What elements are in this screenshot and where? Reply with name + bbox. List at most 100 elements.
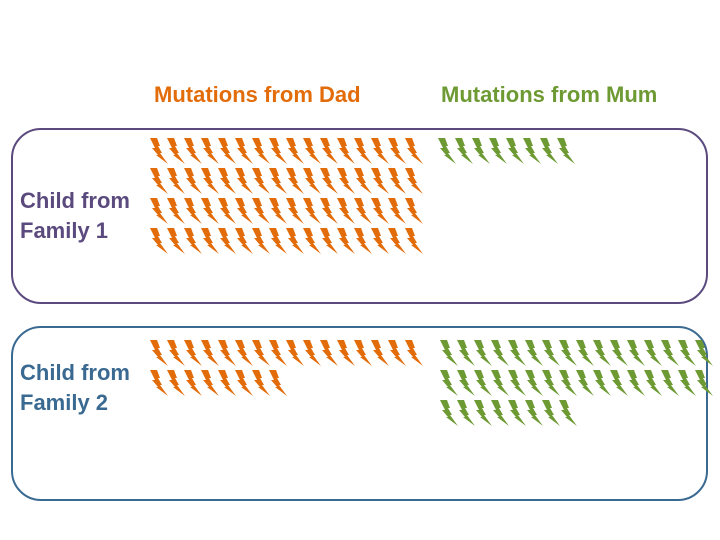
lightning-bolt-icon	[542, 337, 560, 367]
lightning-bolt-icon	[167, 225, 185, 255]
lightning-bolt-icon	[542, 367, 560, 397]
lightning-bolt-icon	[252, 135, 270, 165]
lightning-bolt-icon	[286, 165, 304, 195]
lightning-bolt-icon	[337, 165, 355, 195]
lightning-bolt-icon	[474, 337, 492, 367]
lightning-bolt-icon	[354, 165, 372, 195]
lightning-bolt-icon	[644, 337, 662, 367]
lightning-bolt-icon	[235, 135, 253, 165]
lightning-bolt-icon	[388, 225, 406, 255]
lightning-bolt-icon	[610, 367, 628, 397]
lightning-bolt-icon	[269, 337, 287, 367]
lightning-bolt-icon	[695, 337, 713, 367]
lightning-bolt-icon	[559, 397, 577, 427]
lightning-bolt-icon	[167, 135, 185, 165]
family-2-box	[11, 326, 708, 501]
lightning-bolt-icon	[167, 367, 185, 397]
lightning-bolt-icon	[184, 135, 202, 165]
lightning-bolt-icon	[661, 337, 679, 367]
lightning-bolt-icon	[150, 225, 168, 255]
lightning-bolt-icon	[405, 165, 423, 195]
lightning-bolt-icon	[388, 195, 406, 225]
lightning-bolt-icon	[320, 225, 338, 255]
family-2-label-line1: Child from	[20, 360, 130, 385]
lightning-bolt-icon	[184, 165, 202, 195]
lightning-bolt-icon	[150, 135, 168, 165]
lightning-bolt-icon	[388, 337, 406, 367]
lightning-bolt-icon	[440, 337, 458, 367]
lightning-bolt-icon	[320, 165, 338, 195]
lightning-bolt-icon	[303, 165, 321, 195]
lightning-bolt-icon	[201, 367, 219, 397]
lightning-bolt-icon	[508, 397, 526, 427]
lightning-bolt-icon	[455, 135, 473, 165]
lightning-bolt-icon	[235, 367, 253, 397]
lightning-bolt-icon	[523, 135, 541, 165]
lightning-bolt-icon	[184, 367, 202, 397]
lightning-bolt-icon	[337, 225, 355, 255]
lightning-bolt-icon	[491, 337, 509, 367]
lightning-bolt-icon	[184, 337, 202, 367]
lightning-bolt-icon	[252, 225, 270, 255]
lightning-bolt-icon	[201, 337, 219, 367]
lightning-bolt-icon	[440, 367, 458, 397]
lightning-bolt-icon	[457, 337, 475, 367]
lightning-bolt-icon	[491, 397, 509, 427]
lightning-bolt-icon	[457, 397, 475, 427]
lightning-bolt-icon	[525, 397, 543, 427]
lightning-bolt-icon	[354, 337, 372, 367]
lightning-bolt-icon	[286, 337, 304, 367]
lightning-bolt-icon	[388, 135, 406, 165]
lightning-bolt-icon	[540, 135, 558, 165]
lightning-bolt-icon	[201, 135, 219, 165]
lightning-bolt-icon	[303, 195, 321, 225]
lightning-bolt-icon	[474, 397, 492, 427]
family-1-label-line1: Child from	[20, 188, 130, 213]
lightning-bolt-icon	[269, 367, 287, 397]
lightning-bolt-icon	[303, 225, 321, 255]
lightning-bolt-icon	[627, 337, 645, 367]
lightning-bolt-icon	[593, 367, 611, 397]
family-1-label: Child from Family 1	[20, 186, 130, 246]
lightning-bolt-icon	[167, 337, 185, 367]
lightning-bolt-icon	[252, 165, 270, 195]
lightning-bolt-icon	[337, 135, 355, 165]
lightning-bolt-icon	[150, 337, 168, 367]
lightning-bolt-icon	[371, 165, 389, 195]
lightning-bolt-icon	[218, 195, 236, 225]
lightning-bolt-icon	[695, 367, 713, 397]
lightning-bolt-icon	[405, 195, 423, 225]
lightning-bolt-icon	[269, 135, 287, 165]
lightning-bolt-icon	[440, 397, 458, 427]
lightning-bolt-icon	[371, 195, 389, 225]
lightning-bolt-icon	[354, 225, 372, 255]
lightning-bolt-icon	[405, 337, 423, 367]
lightning-bolt-icon	[627, 367, 645, 397]
lightning-bolt-icon	[506, 135, 524, 165]
lightning-bolt-icon	[678, 367, 696, 397]
lightning-bolt-icon	[184, 195, 202, 225]
lightning-bolt-icon	[218, 367, 236, 397]
family-1-dad-mutations	[150, 135, 423, 255]
lightning-bolt-icon	[218, 337, 236, 367]
lightning-bolt-icon	[167, 195, 185, 225]
lightning-bolt-icon	[320, 135, 338, 165]
lightning-bolt-icon	[218, 225, 236, 255]
lightning-bolt-icon	[525, 337, 543, 367]
lightning-bolt-icon	[474, 367, 492, 397]
lightning-bolt-icon	[320, 337, 338, 367]
lightning-bolt-icon	[644, 367, 662, 397]
lightning-bolt-icon	[269, 225, 287, 255]
family-2-label: Child from Family 2	[20, 358, 130, 418]
lightning-bolt-icon	[235, 165, 253, 195]
lightning-bolt-icon	[269, 165, 287, 195]
lightning-bolt-icon	[337, 337, 355, 367]
lightning-bolt-icon	[371, 225, 389, 255]
lightning-bolt-icon	[457, 367, 475, 397]
lightning-bolt-icon	[354, 195, 372, 225]
lightning-bolt-icon	[371, 337, 389, 367]
lightning-bolt-icon	[405, 135, 423, 165]
lightning-bolt-icon	[150, 195, 168, 225]
lightning-bolt-icon	[508, 337, 526, 367]
lightning-bolt-icon	[508, 367, 526, 397]
